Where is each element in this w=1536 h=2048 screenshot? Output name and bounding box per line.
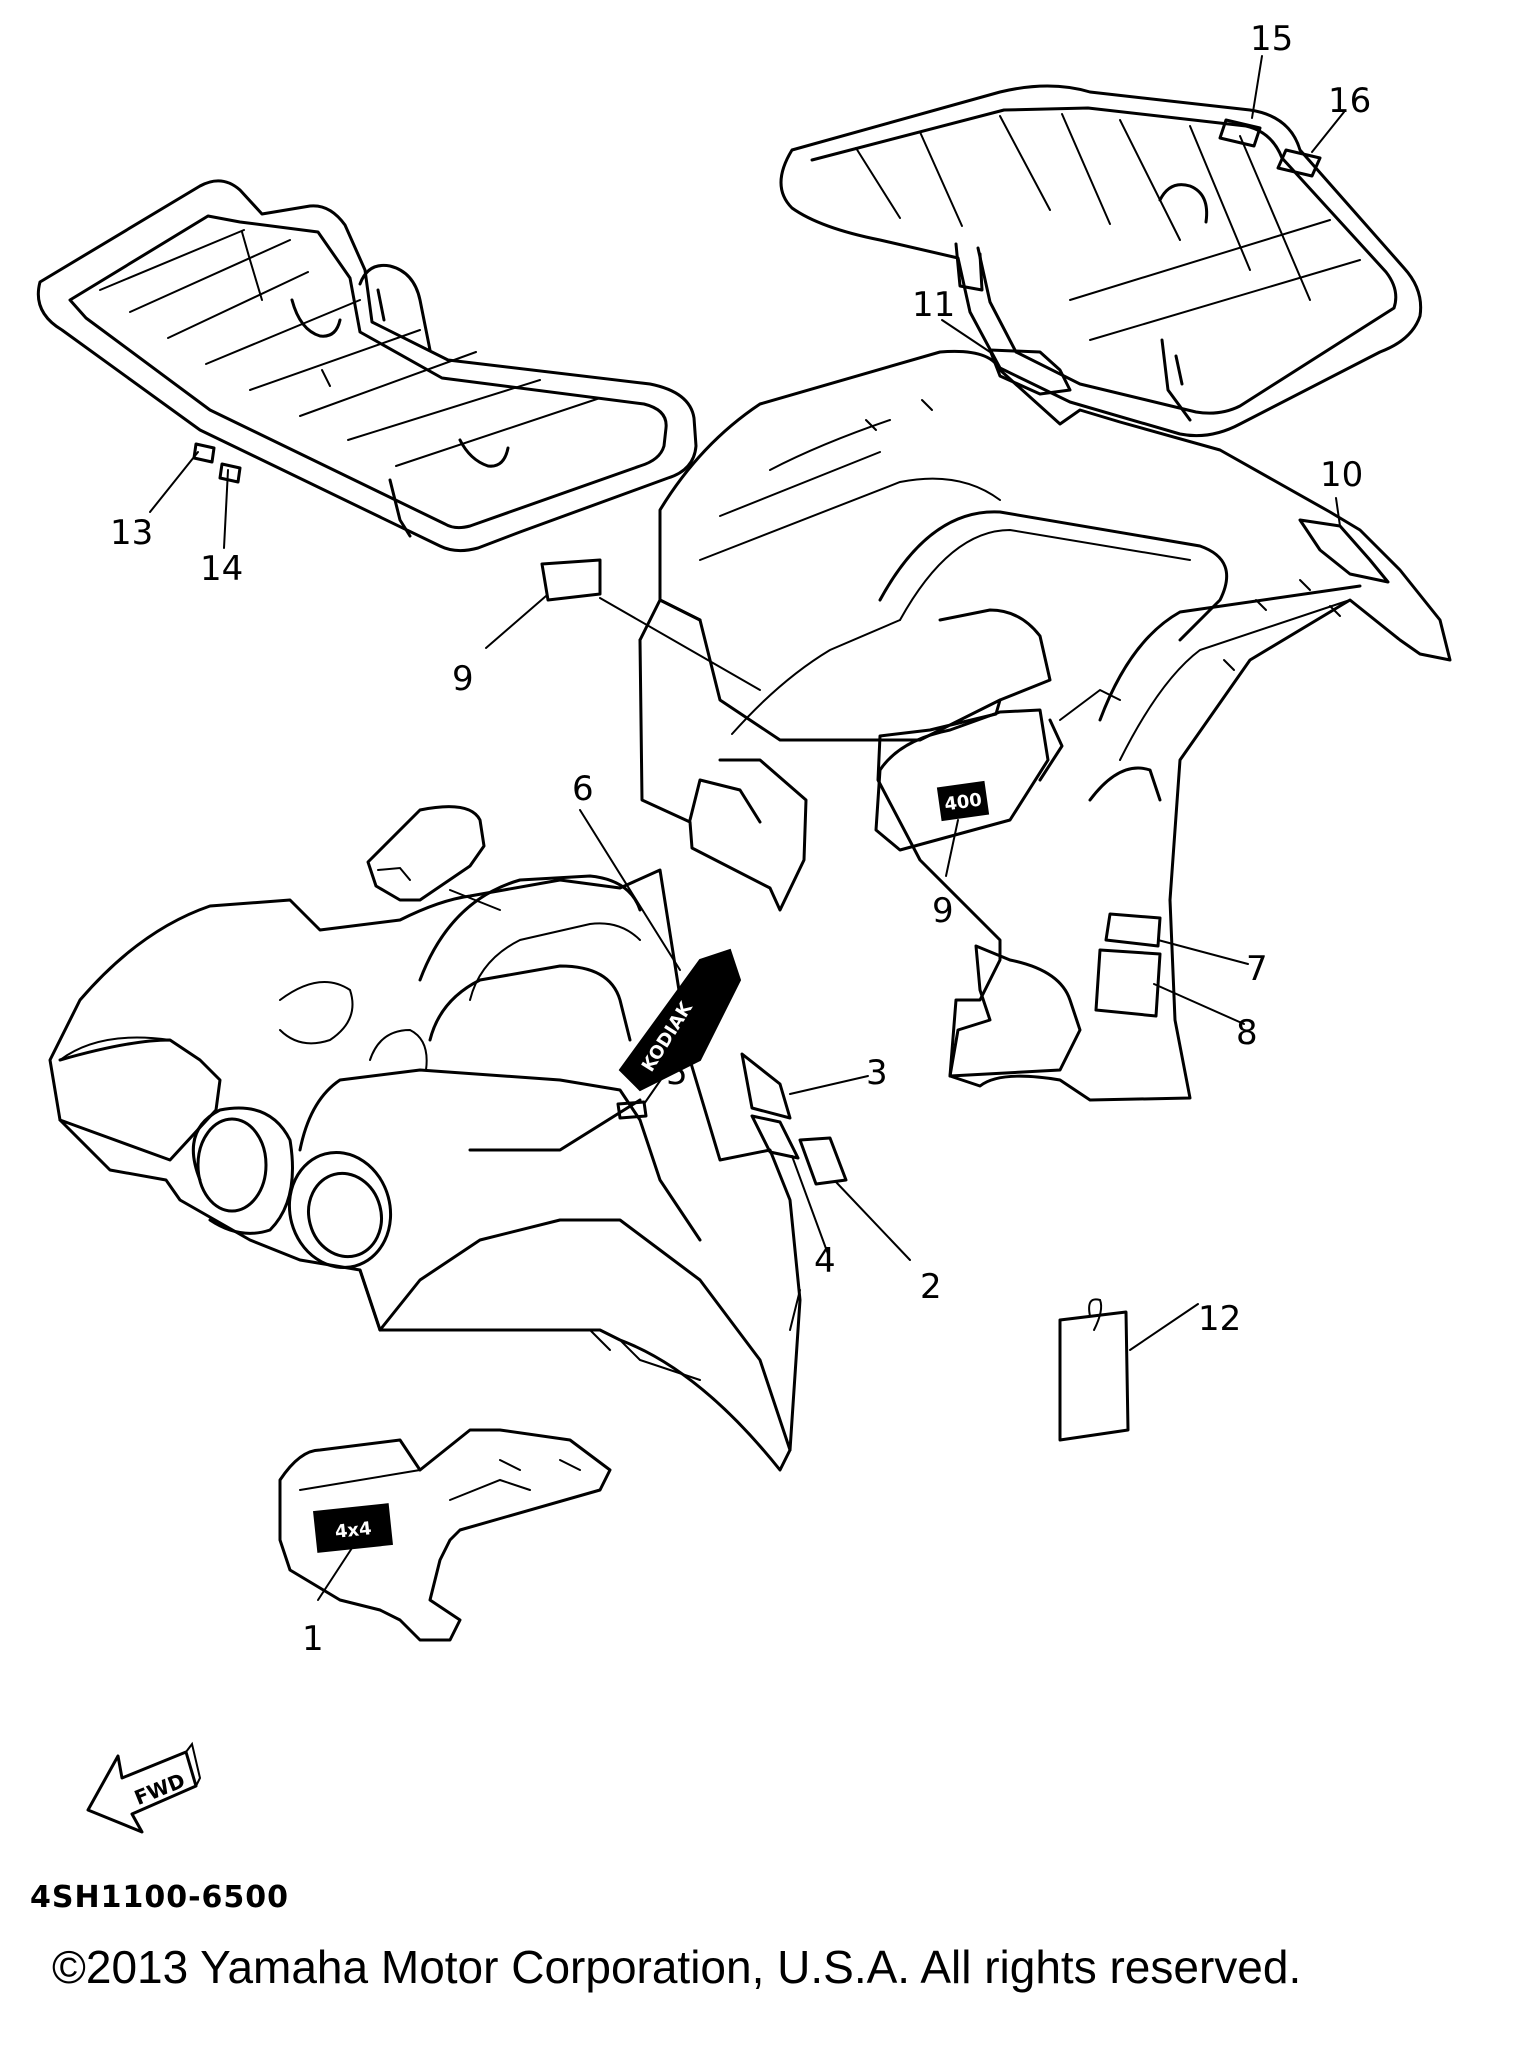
callout-9-badge: 9 [932,891,954,931]
callout-10: 10 [1320,455,1363,495]
callout-6: 6 [572,769,594,809]
decal-9-top [540,558,602,602]
front-carrier-rack [36,179,698,553]
callout-9-top: 9 [452,659,474,699]
decal-2 [798,1136,848,1186]
decal-4 [750,1114,800,1160]
decal-5 [616,1100,648,1120]
decal-11 [988,348,1072,396]
decal-3 [740,1052,792,1120]
badge-4x4-label: 4x4 [334,1518,373,1543]
leader-lines [149,55,1345,1601]
decal-10 [1298,518,1390,584]
callout-11: 11 [912,285,955,325]
copyright-notice: ©2013 Yamaha Motor Corporation, U.S.A. A… [52,1941,1302,1993]
diagram-code: 4SH1100-6500 [30,1880,290,1915]
model-400-badge: 400 [936,780,990,822]
decal-16 [1276,148,1322,178]
callout-7: 7 [1246,949,1268,989]
callout-numbers: 15 16 11 10 13 14 9 6 9 7 8 3 5 4 2 12 1 [110,19,1371,1659]
callout-15: 15 [1250,19,1293,59]
rear-fender [638,349,1452,1102]
callout-1: 1 [302,1619,324,1659]
callout-8: 8 [1236,1013,1258,1053]
rear-carrier-rack [779,84,1423,438]
decal-13 [192,442,216,464]
decal-14 [218,462,242,484]
model-400-label: 400 [943,789,983,815]
decal-12-tag [1058,1310,1130,1442]
callout-2: 2 [920,1267,942,1307]
lower-panel-4x4: 4x4 [278,1428,612,1642]
callout-12: 12 [1198,1299,1241,1339]
decal-8 [1094,948,1162,1018]
decal-7 [1104,912,1162,948]
callout-3: 3 [866,1053,888,1093]
callout-4: 4 [814,1241,836,1281]
front-cover-piece [366,805,501,911]
fwd-arrow: FWD [86,1741,202,1834]
callout-16: 16 [1328,81,1371,121]
decal-labels [192,118,1390,1442]
decal-15 [1218,118,1262,148]
callout-5: 5 [666,1053,688,1093]
front-fender [48,868,802,1472]
callout-13: 13 [110,513,153,553]
callout-14: 14 [200,549,243,589]
